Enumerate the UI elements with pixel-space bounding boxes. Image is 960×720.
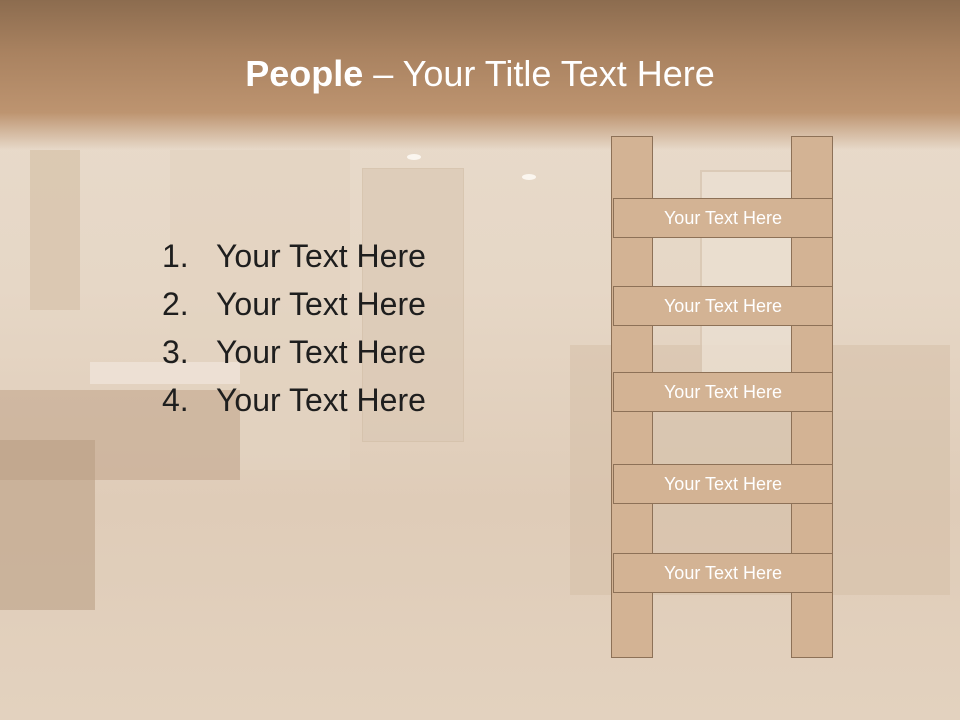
ceiling-light-icon (522, 174, 536, 180)
list-item: 4. Your Text Here (162, 376, 426, 424)
list-item: 2. Your Text Here (162, 280, 426, 328)
ladder-rung: Your Text Here (613, 198, 833, 238)
ceiling-light-icon (407, 154, 421, 160)
title-band (0, 0, 960, 150)
list-text: Your Text Here (216, 334, 426, 370)
ladder-rung: Your Text Here (613, 372, 833, 412)
background-cabinet (30, 150, 80, 310)
list-number: 2. (162, 286, 189, 322)
list-item: 3. Your Text Here (162, 328, 426, 376)
slide-title: People – Your Title Text Here (0, 50, 960, 98)
ladder-graphic: Your Text Here Your Text Here Your Text … (611, 136, 833, 658)
numbered-list: 1. Your Text Here 2. Your Text Here 3. Your… (162, 232, 426, 424)
list-text: Your Text Here (216, 286, 426, 322)
list-text: Your Text Here (216, 238, 426, 274)
list-number: 1. (162, 238, 189, 274)
background-sink (90, 362, 240, 384)
list-item: 1. Your Text Here (162, 232, 426, 280)
list-number: 4. (162, 382, 189, 418)
background-shower (362, 168, 464, 442)
background-drawer (0, 440, 95, 610)
ladder-rung: Your Text Here (613, 553, 833, 593)
list-text: Your Text Here (216, 382, 426, 418)
title-rest: – Your Title Text Here (363, 53, 715, 94)
ladder-rung: Your Text Here (613, 286, 833, 326)
title-bold: People (245, 53, 364, 94)
list-number: 3. (162, 334, 189, 370)
ladder-rung: Your Text Here (613, 464, 833, 504)
